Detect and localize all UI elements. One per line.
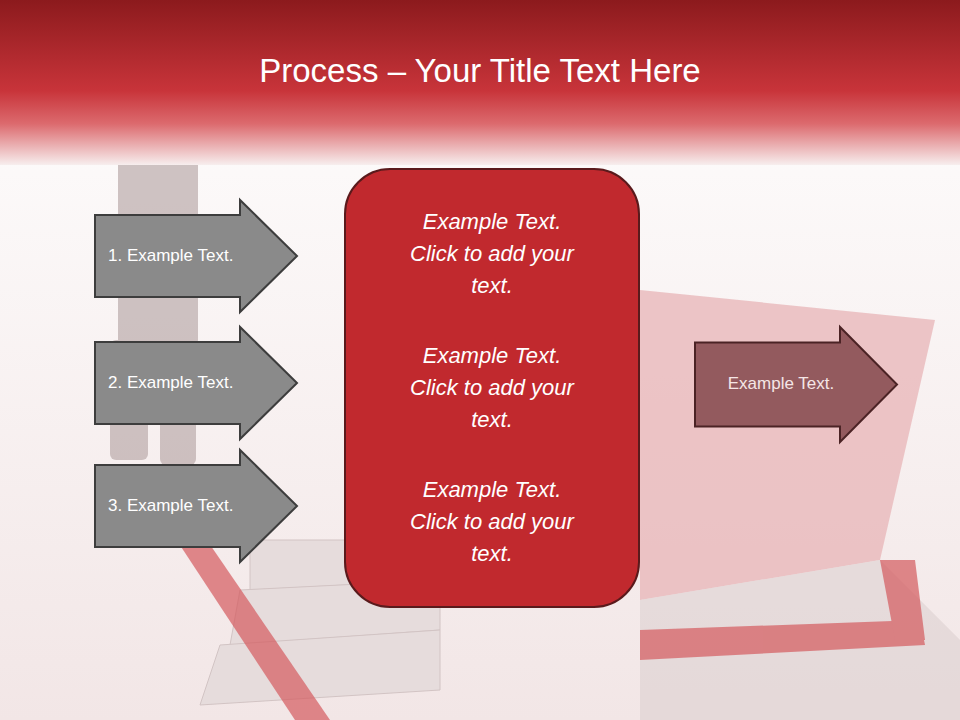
box-text: Example Text. Click to add your text.: [410, 340, 575, 436]
arrow-box: Example Text.: [695, 327, 897, 442]
arrow-outline: [95, 450, 297, 562]
book-page: [640, 290, 935, 600]
arrow-outline: [95, 200, 297, 312]
arrow-label: 2. Example Text.: [108, 373, 233, 393]
process-box: Example Text. Click to add your text. Exa…: [344, 168, 640, 608]
arrow-label: Example Text.: [728, 374, 834, 394]
title-band: [0, 0, 960, 165]
book-shadow: [640, 560, 960, 720]
arrow-box: 3. Example Text.: [95, 450, 297, 562]
arrow-outline: [95, 327, 297, 439]
arrow-label: 1. Example Text.: [108, 246, 233, 266]
arrow-label: 3. Example Text.: [108, 496, 233, 516]
arrow-box: 2. Example Text.: [95, 327, 297, 439]
arrow-box: 1. Example Text.: [95, 200, 297, 312]
box-text: Example Text. Click to add your text.: [410, 474, 575, 570]
slide-title: Process – Your Title Text Here: [0, 52, 960, 90]
arrow-outline: [695, 327, 897, 442]
box-text: Example Text. Click to add your text.: [410, 206, 575, 302]
